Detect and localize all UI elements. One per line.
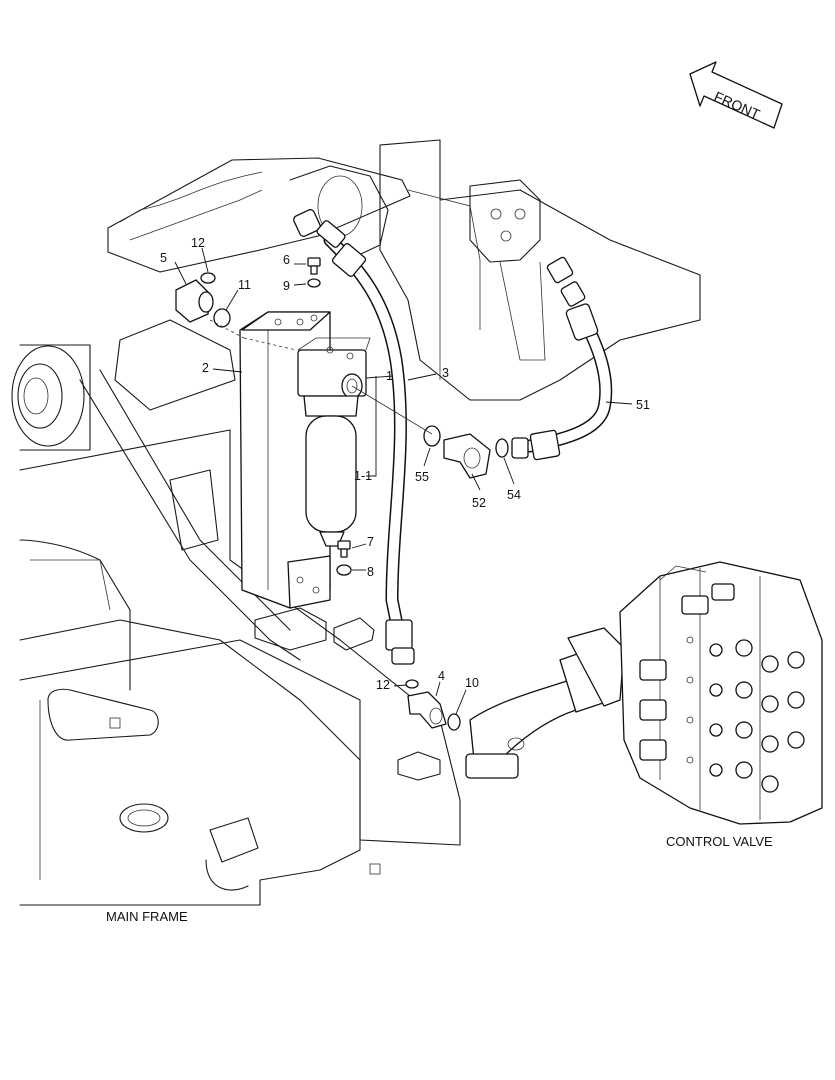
pipe-flange	[465, 627, 625, 779]
callout-1: 1	[386, 369, 393, 383]
o-ring-12-lower	[405, 679, 419, 689]
elbow-fitting-52	[443, 433, 491, 479]
callout-55: 55	[415, 470, 429, 484]
callout-12-lower: 12	[376, 678, 390, 692]
callout-3: 3	[442, 366, 449, 380]
elbow-fitting-4	[407, 691, 447, 729]
callout-11: 11	[238, 278, 251, 292]
hydraulic-filter	[297, 337, 371, 547]
hose-3	[293, 209, 415, 665]
main-frame-structure	[11, 139, 701, 906]
control-valve	[619, 561, 823, 825]
callout-10: 10	[465, 676, 479, 690]
callout-labels: 5 12 11 6 9 2 1 3 51 1-1 55 52 54 7 8 4 …	[160, 236, 650, 692]
bolt-7	[337, 540, 351, 558]
o-ring-55	[423, 425, 441, 447]
callout-1-1: 1-1	[354, 469, 372, 483]
control-valve-caption: CONTROL VALVE	[666, 834, 773, 849]
bolt-6	[307, 257, 321, 275]
front-direction-arrow: FRONT	[689, 61, 783, 129]
callout-12-upper: 12	[191, 236, 205, 250]
washer-9	[307, 278, 321, 288]
main-frame-caption: MAIN FRAME	[106, 909, 188, 924]
callout-4: 4	[438, 669, 445, 683]
callout-2: 2	[202, 361, 209, 375]
callout-51: 51	[636, 398, 650, 412]
callout-52: 52	[472, 496, 486, 510]
o-ring-54	[495, 438, 509, 458]
callout-5: 5	[160, 251, 167, 265]
hose-51	[511, 256, 613, 461]
callout-6: 6	[283, 253, 290, 267]
callout-54: 54	[507, 488, 521, 502]
o-ring-11	[213, 308, 231, 328]
o-ring-10	[447, 713, 461, 731]
callout-7: 7	[367, 535, 374, 549]
connector-fitting-5	[175, 279, 214, 323]
o-ring-12-upper	[200, 272, 216, 284]
callout-8: 8	[367, 565, 374, 579]
callout-9: 9	[283, 279, 290, 293]
leader-lines	[174, 247, 633, 715]
washer-8	[336, 564, 352, 576]
